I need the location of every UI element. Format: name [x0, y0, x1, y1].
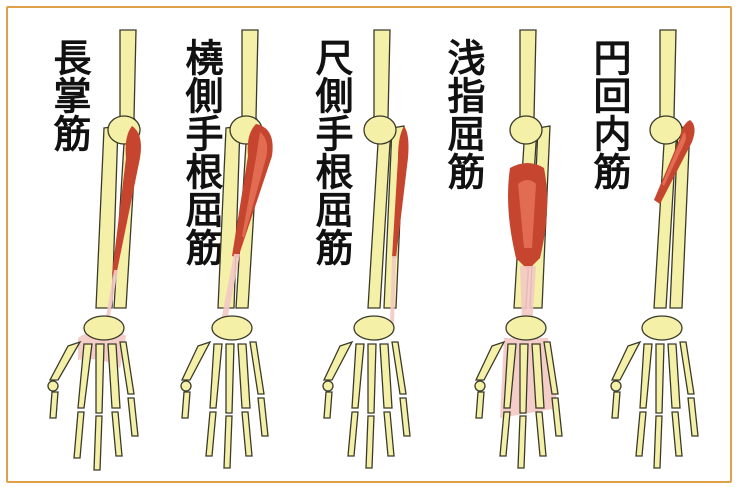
arm-illustration: [8, 8, 152, 481]
figure-frame: 長掌筋: [6, 6, 732, 483]
panel-flexor-digitorum-superficialis: 浅指屈筋: [440, 8, 584, 481]
hand-bones: [181, 316, 268, 468]
panel-flexor-carpi-ulnaris: 尺側手根屈筋: [296, 8, 440, 481]
arm-illustration: [440, 8, 584, 481]
hand-bones: [611, 316, 698, 468]
arm-illustration: [296, 8, 440, 481]
panel-palmaris-longus: 長掌筋: [8, 8, 152, 481]
arm-illustration: [152, 8, 296, 481]
hand-bones: [323, 316, 410, 468]
panel-flexor-carpi-radialis: 橈側手根屈筋: [152, 8, 296, 481]
arm-illustration: [584, 8, 728, 481]
panel-pronator-teres: 円回内筋: [584, 8, 728, 481]
